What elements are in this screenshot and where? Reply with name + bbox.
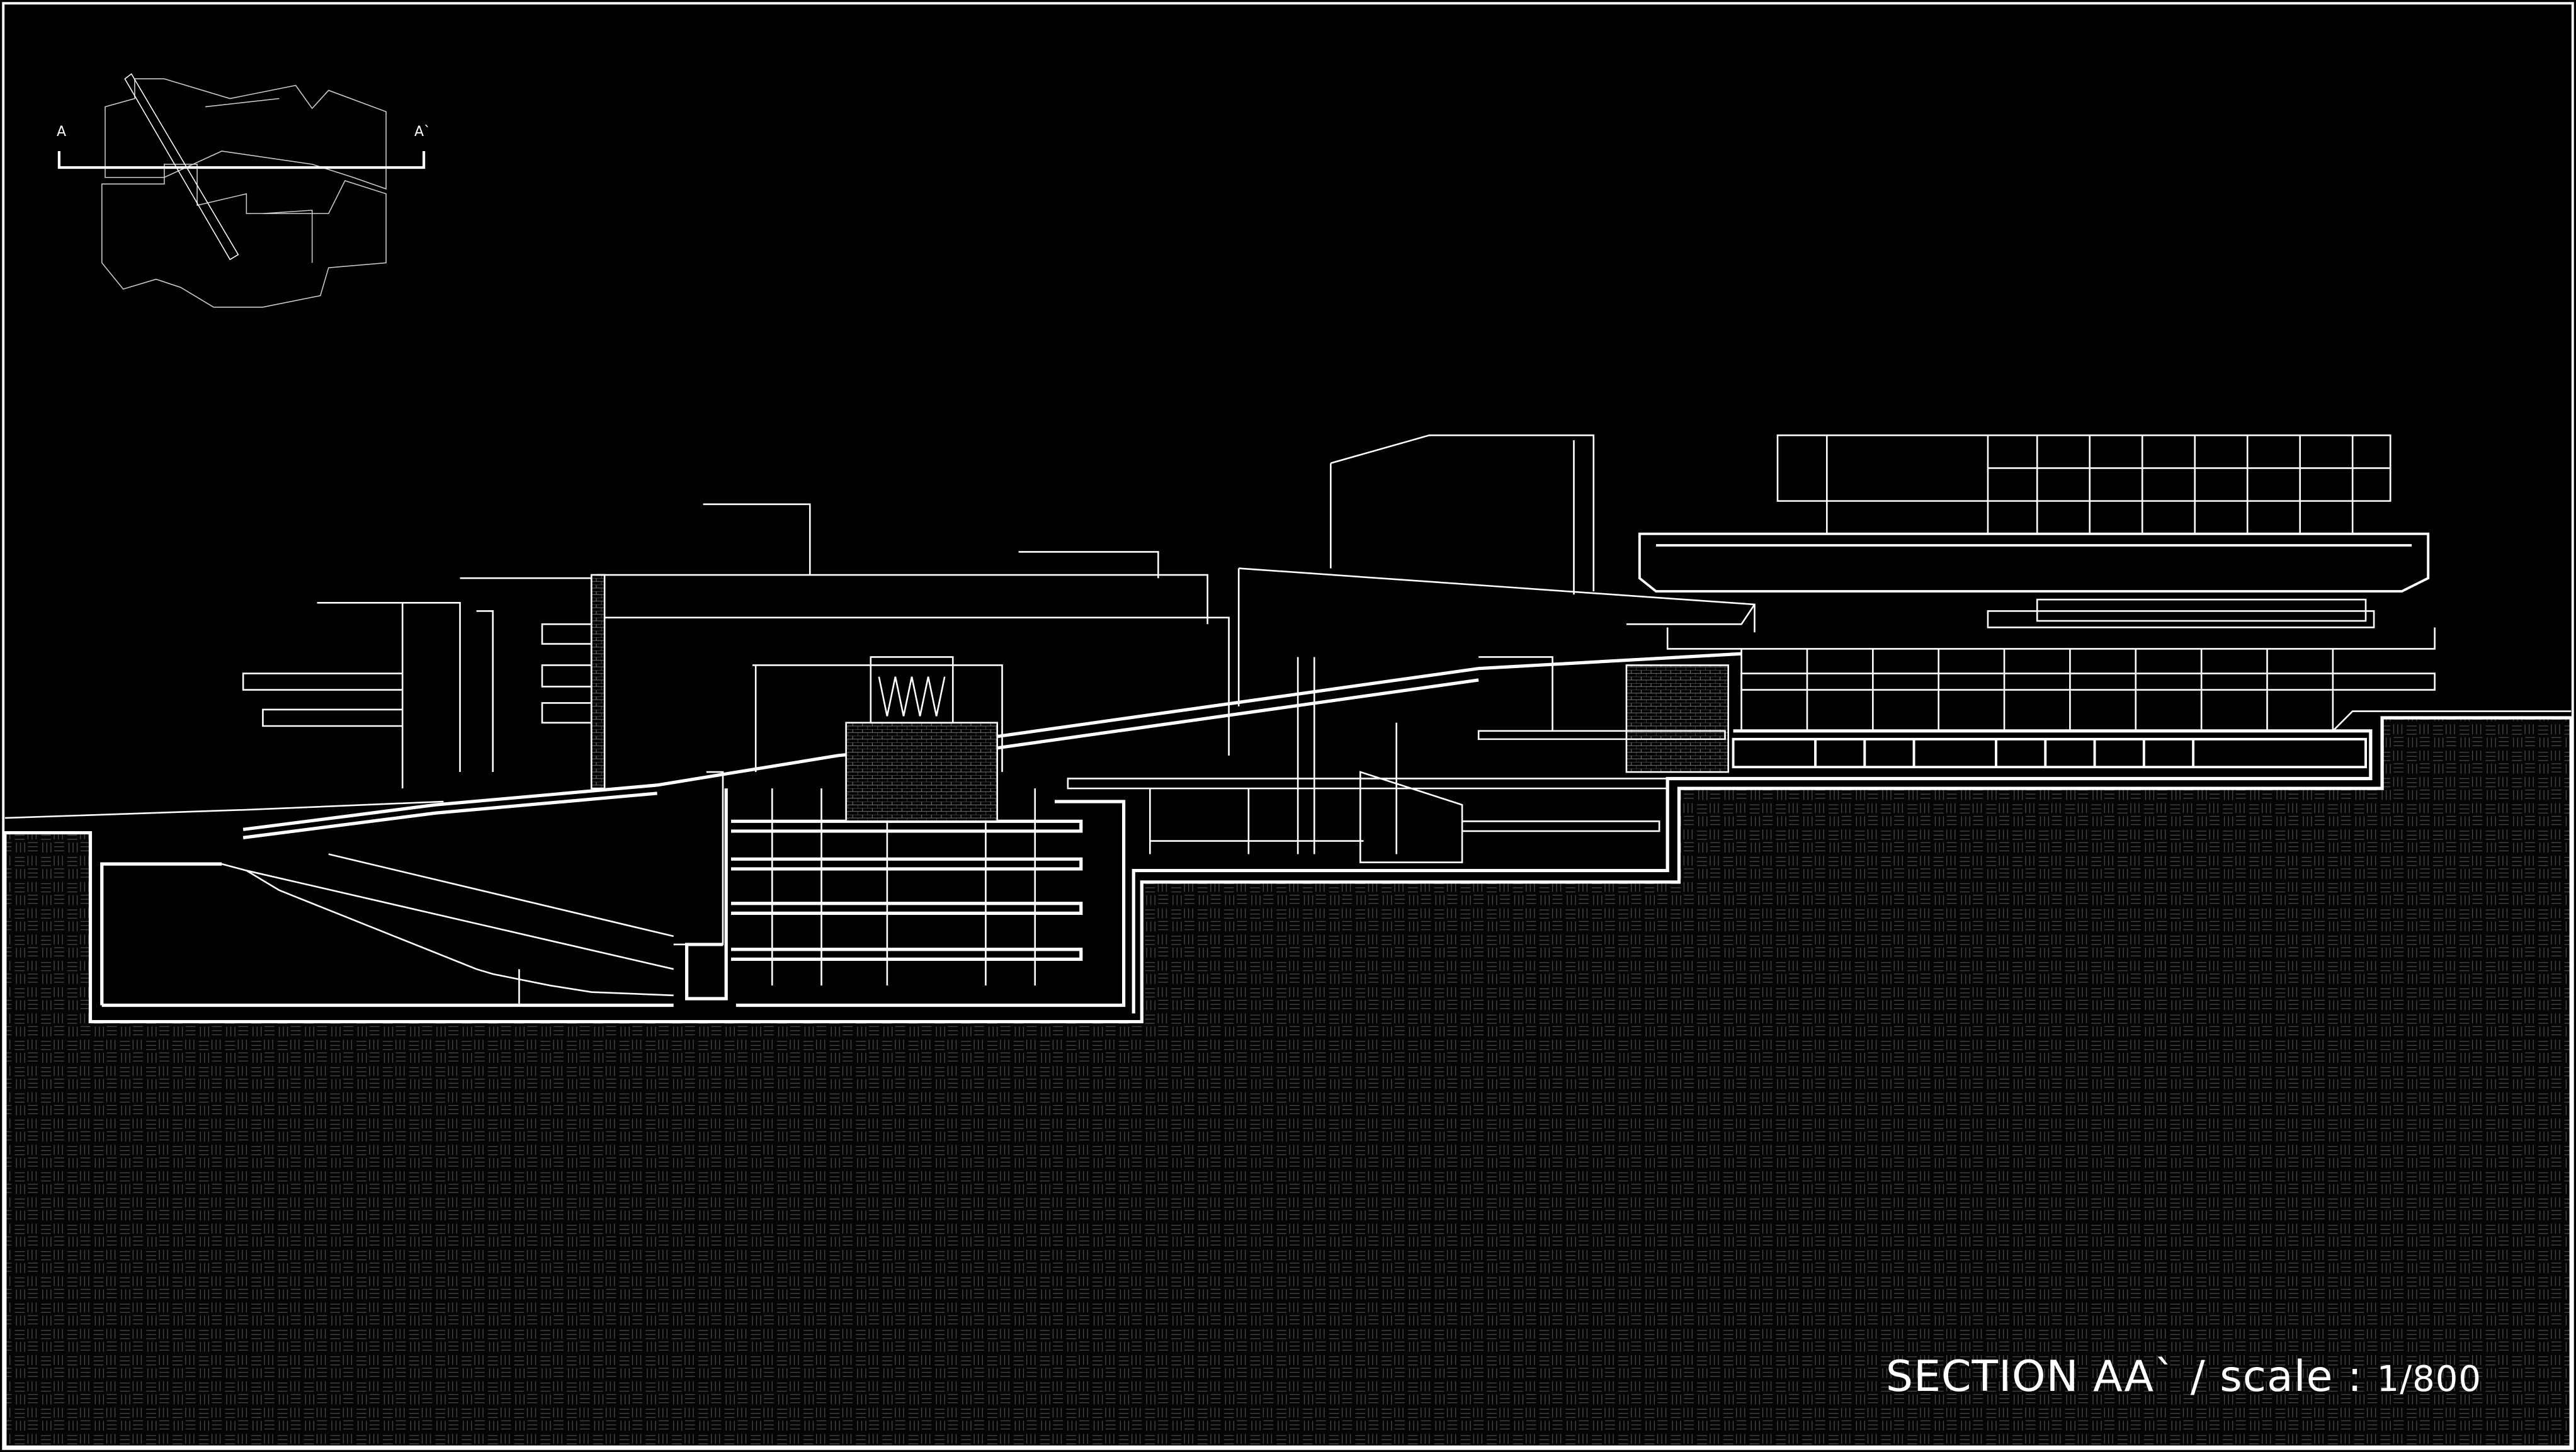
key-plan-cut-end-label: A` — [414, 124, 431, 140]
title-separator: / — [2190, 1352, 2206, 1402]
key-plan-cut-start-label: A — [57, 124, 67, 140]
building-linework — [100, 434, 2436, 1014]
ground-hatch — [3, 716, 2573, 1449]
scale-value: 1/800 — [2376, 1359, 2482, 1400]
scale-label: scale : — [2220, 1352, 2363, 1402]
drawing-title-block: SECTION AA` / scale : 1/800 — [1886, 1352, 2482, 1402]
section-title: SECTION AA` — [1885, 1352, 2177, 1402]
key-plan — [57, 73, 426, 308]
ground-line — [4, 710, 2572, 819]
